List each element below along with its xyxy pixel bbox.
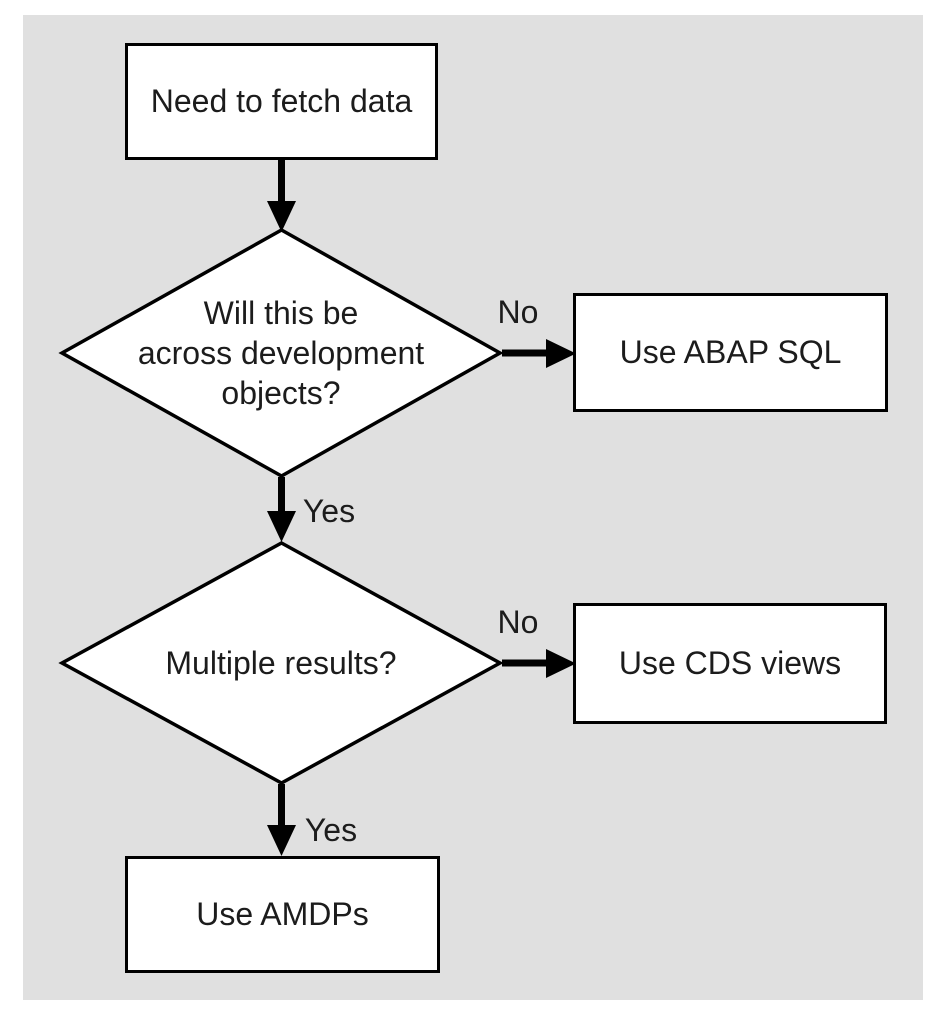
arrow-q2-to-cds bbox=[502, 649, 576, 678]
decision-diamond-q2 bbox=[58, 541, 504, 785]
node-use-cds-views: Use CDS views bbox=[573, 603, 887, 724]
edge-label-q2-no: No bbox=[497, 604, 539, 640]
arrow-q1-to-q2 bbox=[267, 477, 296, 542]
edge-label-q2-yes: Yes bbox=[304, 812, 358, 848]
node-use-abap-sql-label: Use ABAP SQL bbox=[619, 334, 842, 370]
node-q2-label-line1: Multiple results? bbox=[165, 645, 397, 681]
node-q1-label-line3: objects? bbox=[221, 375, 341, 411]
arrow-start-to-q1 bbox=[267, 160, 296, 232]
node-start-label: Need to fetch data bbox=[150, 83, 413, 119]
diagram-panel bbox=[23, 15, 923, 1000]
edge-label-q1-yes: Yes bbox=[302, 493, 356, 529]
arrow-q2-to-amdp bbox=[267, 784, 296, 856]
node-use-cds-views-label: Use CDS views bbox=[618, 645, 842, 681]
node-use-abap-sql: Use ABAP SQL bbox=[573, 293, 888, 412]
edge-label-q1-no: No bbox=[497, 294, 539, 330]
node-q1-label: Will this be across development objects? bbox=[138, 293, 424, 413]
decision-diamond-q1 bbox=[58, 227, 504, 479]
node-use-amdps: Use AMDPs bbox=[125, 856, 440, 973]
node-q1-label-line1: Will this be bbox=[203, 295, 359, 331]
node-start: Need to fetch data bbox=[125, 43, 438, 160]
arrow-q1-to-abap bbox=[502, 339, 576, 368]
node-q1-label-line2: across development bbox=[137, 335, 425, 371]
node-q2-label: Multiple results? bbox=[165, 643, 396, 683]
node-use-amdps-label: Use AMDPs bbox=[196, 896, 369, 932]
